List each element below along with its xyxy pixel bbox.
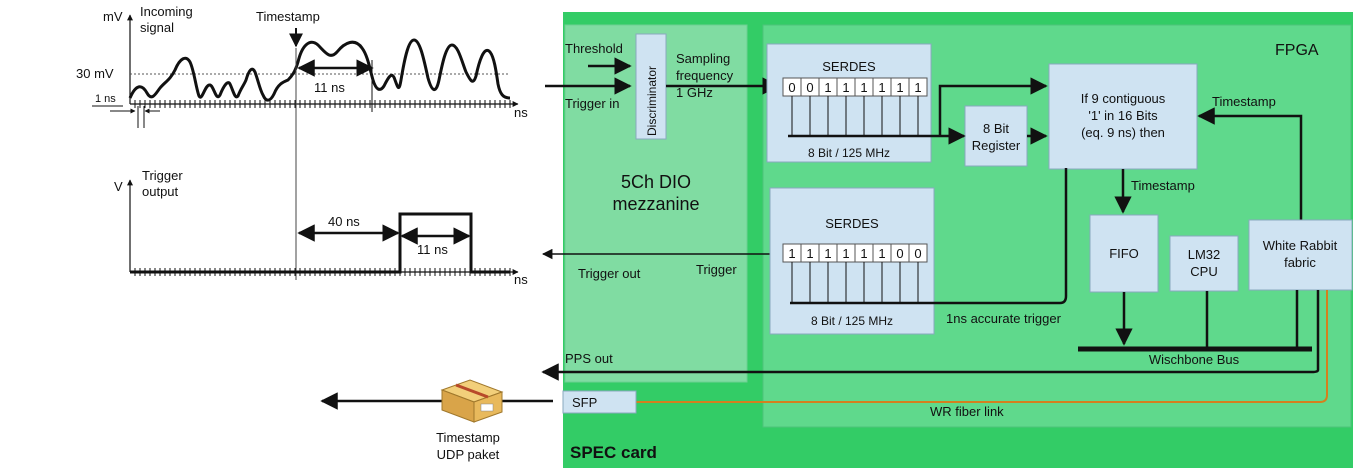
trigger-plot: V Trigger output 40 ns 11 ns ns <box>114 168 528 287</box>
tick-size-label: 1 ns <box>95 93 116 105</box>
register-label-2: Register <box>972 138 1021 153</box>
signal-xlabel: ns <box>514 105 528 120</box>
white-rabbit-label-1: White Rabbit <box>1263 238 1338 253</box>
fpga-title: FPGA <box>1275 42 1319 59</box>
serdes-in-box <box>766 43 932 163</box>
discriminator-box <box>635 33 667 140</box>
serdes-out-bit: 0 <box>914 246 921 261</box>
signal-title-1: Incoming <box>140 4 193 19</box>
serdes-in-bit: 1 <box>896 80 903 95</box>
timestamp-top-label: Timestamp <box>1212 94 1276 109</box>
packet-label-1: Timestamp <box>436 430 500 445</box>
fifo-label: FIFO <box>1109 246 1139 261</box>
serdes-in-bit: 1 <box>878 80 885 95</box>
delay-label: 40 ns <box>328 214 360 229</box>
register-label-1: 8 Bit <box>983 121 1009 136</box>
register-box <box>964 105 1028 167</box>
trigger-in-label: Trigger in <box>565 96 619 111</box>
logic-line-3: (eq. 9 ns) then <box>1081 125 1165 140</box>
threshold-label: 30 mV <box>76 66 114 81</box>
trigger-label: Trigger <box>696 262 737 277</box>
sampling-label-3: 1 GHz <box>676 85 713 100</box>
serdes-in-bit: 0 <box>788 80 795 95</box>
accurate-trigger-label: 1ns accurate trigger <box>946 311 1062 326</box>
white-rabbit-label-2: fabric <box>1284 255 1316 270</box>
bus-label: Wischbone Bus <box>1149 352 1240 367</box>
signal-waveform <box>128 38 511 102</box>
signal-x-ticks <box>134 100 511 108</box>
serdes-out-bit: 1 <box>788 246 795 261</box>
logic-line-1: If 9 contiguous <box>1081 91 1166 106</box>
serdes-in-bits: 0 0 1 1 1 1 1 1 <box>782 77 940 138</box>
wr-fiber-link <box>636 290 1328 403</box>
timestamp-mid-label: Timestamp <box>1131 178 1195 193</box>
threshold-input-label: Threshold <box>565 41 623 56</box>
trigger-pulse <box>130 212 510 274</box>
dio-title-1: 5Ch DIO <box>621 172 691 192</box>
serdes-out-bit: 1 <box>824 246 831 261</box>
package-icon <box>440 379 504 423</box>
serdes-out-bit: 1 <box>842 246 849 261</box>
sfp-box <box>562 390 637 414</box>
serdes-out-title: SERDES <box>825 216 879 231</box>
serdes-out-caption: 8 Bit / 125 MHz <box>811 314 893 328</box>
signal-plot: mV Incoming signal Timestamp 30 mV 1 ns … <box>76 4 528 128</box>
signal-ylabel: mV <box>103 9 123 24</box>
width-label: 11 ns <box>417 242 448 257</box>
serdes-out-bit: 0 <box>896 246 903 261</box>
trigger-xlabel: ns <box>514 272 528 287</box>
sfp-label: SFP <box>572 395 597 410</box>
cpu-box <box>1169 235 1239 292</box>
spec-card-title: SPEC card <box>570 443 657 462</box>
serdes-out-bit: 1 <box>806 246 813 261</box>
serdes-in-bit: 1 <box>824 80 831 95</box>
trigger-out-label: Trigger out <box>578 266 641 281</box>
serdes-in-bit: 1 <box>860 80 867 95</box>
white-rabbit-box <box>1248 219 1353 291</box>
pps-out-label: PPS out <box>565 351 613 366</box>
cpu-label-1: LM32 <box>1188 247 1221 262</box>
trigger-title-2: output <box>142 184 179 199</box>
logic-line-2: '1' in 16 Bits <box>1088 108 1158 123</box>
serdes-in-bit: 1 <box>914 80 921 95</box>
signal-title-2: signal <box>140 20 174 35</box>
serdes-out-bit: 1 <box>878 246 885 261</box>
dio-title-2: mezzanine <box>612 194 699 214</box>
serdes-in-caption: 8 Bit / 125 MHz <box>808 146 890 160</box>
sampling-label-2: frequency <box>676 68 734 83</box>
pulse-width-label: 11 ns <box>314 80 345 95</box>
timestamp-label: Timestamp <box>256 9 320 24</box>
discriminator-label: Discriminator <box>645 66 659 136</box>
trigger-ylabel: V <box>114 179 123 194</box>
fifo-box <box>1089 214 1159 293</box>
serdes-out-bit: 1 <box>860 246 867 261</box>
sampling-label-1: Sampling <box>676 51 730 66</box>
serdes-in-bit: 1 <box>842 80 849 95</box>
packet-label-2: UDP paket <box>437 447 500 462</box>
fiber-label: WR fiber link <box>930 404 1004 419</box>
trigger-title-1: Trigger <box>142 168 183 183</box>
serdes-out-bits: 1 1 1 1 1 1 0 0 <box>782 168 1068 305</box>
serdes-in-bit: 0 <box>806 80 813 95</box>
cpu-label-2: CPU <box>1190 264 1217 279</box>
serdes-in-title: SERDES <box>822 59 876 74</box>
logic-box <box>1048 63 1198 170</box>
